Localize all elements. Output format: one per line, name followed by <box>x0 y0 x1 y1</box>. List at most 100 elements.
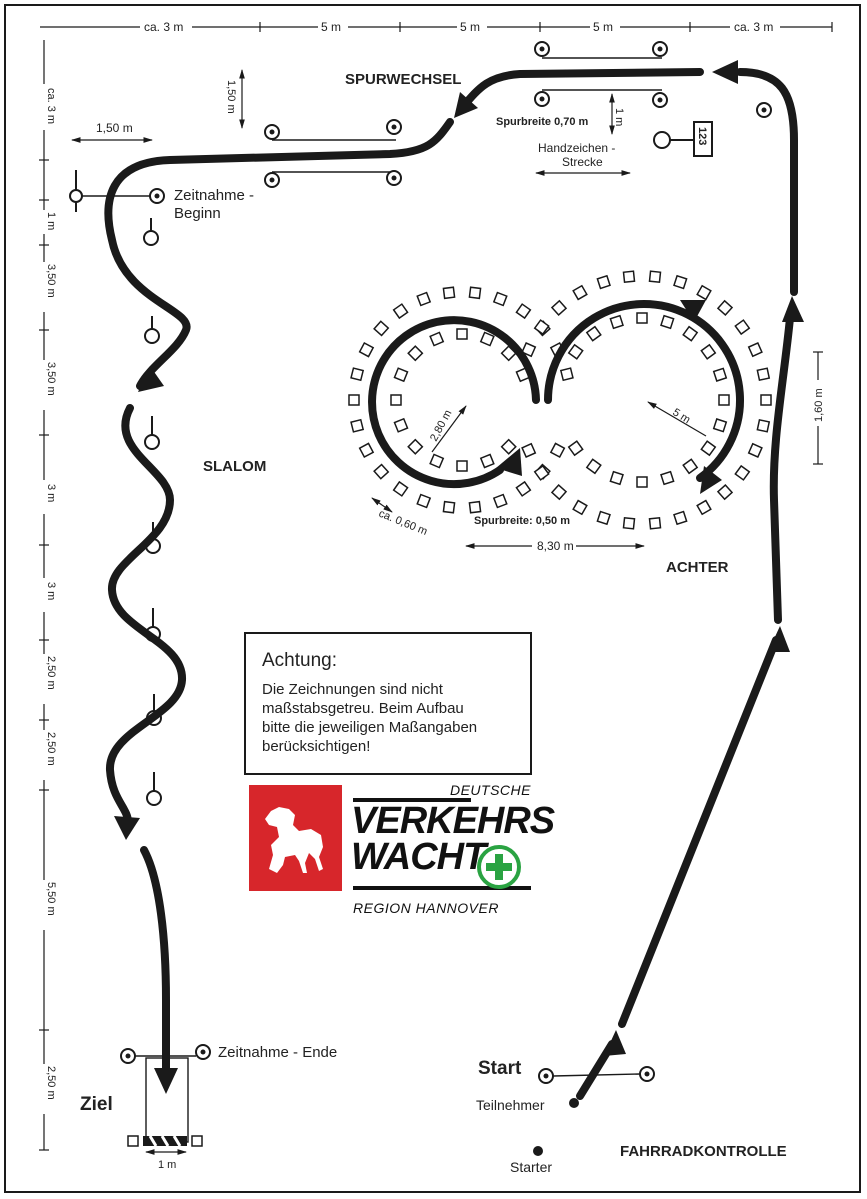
cone-marker <box>572 284 588 301</box>
route-path <box>104 68 798 1100</box>
finish-gate <box>120 1044 211 1155</box>
horse-icon <box>265 807 323 873</box>
cone-marker <box>756 367 771 382</box>
section-spurwechsel: SPURWECHSEL <box>345 71 461 88</box>
dim-top-right: ca. 3 m <box>734 20 773 34</box>
cone-marker <box>622 516 636 530</box>
cone-marker <box>429 331 445 347</box>
cone-marker <box>585 325 602 342</box>
dim-ca060: ca. 0,60 m <box>377 508 429 538</box>
dim-top-left: ca. 3 m <box>144 20 183 34</box>
cone-marker <box>572 499 588 516</box>
notice-line: Die Zeichnungen sind nicht <box>262 681 443 698</box>
dim-radius-right: 5 m <box>670 406 692 426</box>
cone-marker <box>407 438 424 455</box>
cone-marker <box>479 453 495 469</box>
figure-eight-arrowheads <box>496 300 722 494</box>
dim-lane-change-height: 1,50 m <box>225 80 237 114</box>
lane-markers <box>264 41 772 188</box>
cone-marker <box>515 303 532 320</box>
dim-side-250c: 2,50 m <box>45 1066 57 1100</box>
dim-right-160: 1,60 m <box>813 388 825 422</box>
cone-marker <box>559 367 574 382</box>
cone-marker <box>390 394 402 406</box>
figure-eight-track <box>368 300 744 489</box>
dim-top-seg2: 5 m <box>460 20 480 34</box>
cone-marker <box>393 367 409 383</box>
cone-marker <box>373 320 390 337</box>
dim-side-250b: 2,50 m <box>45 732 57 766</box>
lane-boards <box>272 57 662 173</box>
cone-marker <box>350 418 365 433</box>
cone-marker <box>660 470 675 486</box>
dim-side-350b: 3,50 m <box>45 362 57 396</box>
cone-marker <box>549 442 566 458</box>
radius-right <box>647 401 707 437</box>
logo-deutsche: DEUTSCHE <box>449 782 531 798</box>
dim-left-gap: 1,50 m <box>96 121 133 135</box>
dim-side-3a: 3 m <box>45 484 57 502</box>
cone-marker <box>682 325 699 342</box>
cone-marker <box>492 291 508 307</box>
dim-finish-width: 1 m <box>158 1159 176 1171</box>
cone-marker <box>442 286 456 300</box>
timing-start-post <box>69 170 165 212</box>
cone-marker <box>609 314 624 330</box>
dim-top-seg1: 5 m <box>321 20 341 34</box>
sign-number: 123 <box>696 127 708 145</box>
cone-marker <box>567 440 584 457</box>
cone-marker <box>468 500 482 514</box>
cone-marker <box>660 314 675 330</box>
cone-marker <box>533 464 550 481</box>
dim-radius-left: 2,80 m <box>428 408 454 443</box>
cone-marker <box>358 342 375 358</box>
cone-marker <box>350 367 365 382</box>
cone-marker <box>373 463 390 480</box>
cone-marker <box>585 458 602 475</box>
notice-box: Achtung: Die Zeichnungen sind nicht maßs… <box>244 632 532 775</box>
start-gate <box>533 1066 655 1156</box>
cone-marker <box>358 442 375 458</box>
cone-marker <box>648 270 662 284</box>
cone-marker <box>456 328 468 340</box>
cone-marker <box>533 319 550 336</box>
zeitnahme-beginn-line1: Zeitnahme - <box>174 187 254 204</box>
cone-marker <box>636 312 648 324</box>
cone-marker <box>348 394 360 406</box>
cone-marker <box>648 516 662 530</box>
logo-wacht: WACHT <box>351 836 486 878</box>
cone-marker <box>734 319 751 336</box>
cone-marker <box>682 458 699 475</box>
cone-marker <box>479 331 495 347</box>
cone-marker <box>716 299 734 317</box>
horse-emblem <box>249 785 342 891</box>
cone-marker <box>429 453 445 469</box>
spurbreite-050: Spurbreite: 0,50 m <box>474 515 570 527</box>
cone-marker <box>712 418 728 433</box>
section-achter: ACHTER <box>666 559 729 576</box>
cone-marker <box>500 438 517 455</box>
cone-marker <box>550 483 568 501</box>
cone-marker <box>416 493 432 509</box>
label-ziel: Ziel <box>80 1094 113 1115</box>
cone-marker <box>760 394 772 406</box>
cone-marker <box>716 483 734 501</box>
cone-marker <box>468 286 482 300</box>
verkehrswacht-logo: DEUTSCHE VERKEHRS WACHT REGION HANNOVER <box>347 782 555 917</box>
cone-marker <box>521 442 537 458</box>
number-sign <box>653 121 713 157</box>
figure-eight-cones <box>348 270 772 530</box>
spurbreite-070: Spurbreite 0,70 m <box>496 116 589 128</box>
label-teilnehmer: Teilnehmer <box>476 1097 545 1113</box>
dim-side-250a: 2,50 m <box>45 656 57 690</box>
cone-marker <box>700 440 717 457</box>
cone-marker <box>673 274 688 290</box>
cone-marker <box>407 345 424 362</box>
cone-marker <box>596 274 611 290</box>
cone-marker <box>756 418 771 433</box>
dim-figure-width: 8,30 m <box>537 539 574 553</box>
cone-marker <box>712 367 728 382</box>
cone-marker <box>673 510 688 526</box>
cone-marker <box>392 480 409 497</box>
